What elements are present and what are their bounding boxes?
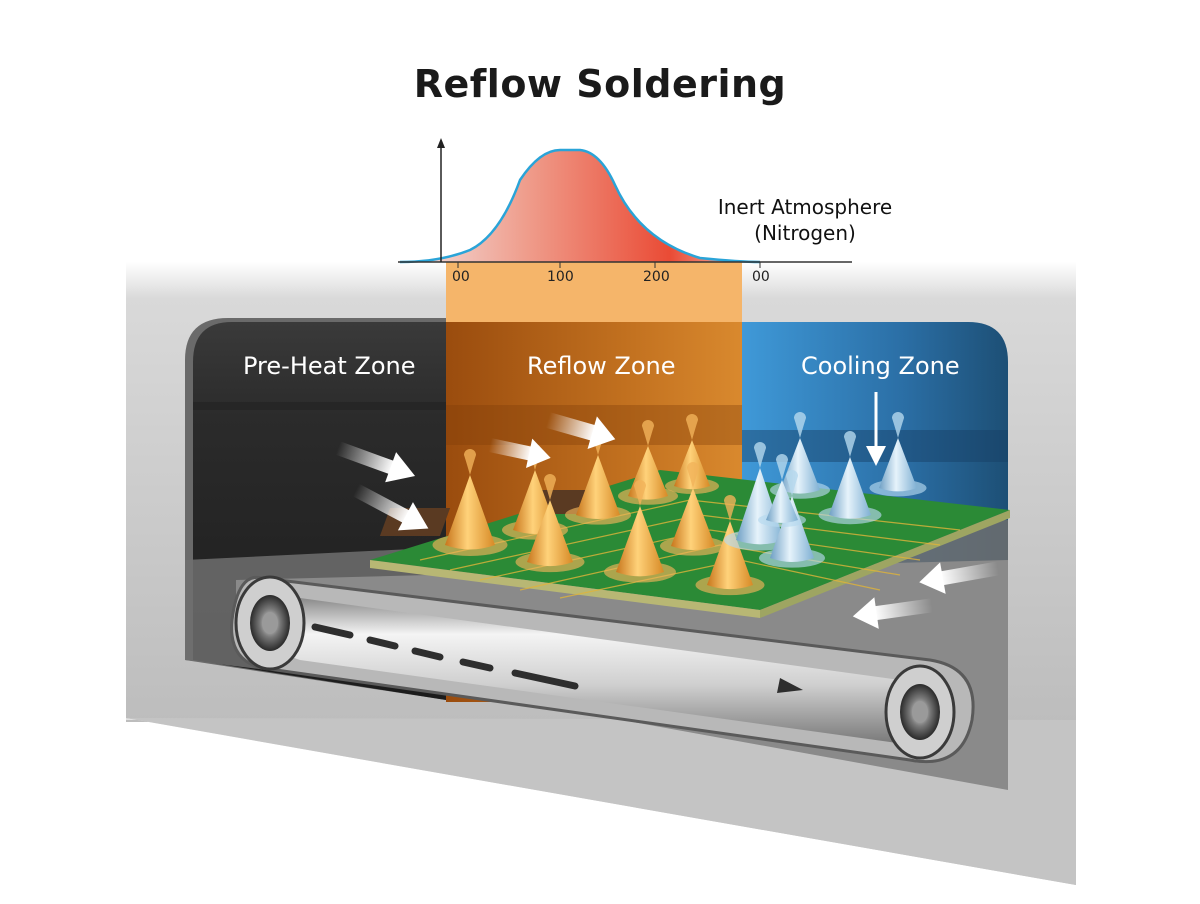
air-flow-arrow-icon	[919, 561, 1000, 594]
solder-cone	[869, 412, 927, 497]
solder-cones-cooling	[724, 412, 927, 568]
atmosphere-label-line2: (Nitrogen)	[754, 221, 856, 245]
tick-label: 00	[452, 269, 470, 285]
profile-curve-fill	[400, 150, 760, 262]
atmosphere-label: Inert Atmosphere (Nitrogen)	[700, 194, 910, 246]
temperature-profile-chart: 00 100 200 00	[398, 138, 852, 322]
solder-cones-reflow	[432, 414, 765, 596]
x-ticks	[457, 262, 761, 268]
y-axis-arrow-icon	[437, 138, 445, 148]
zone-label-reflow: Reflow Zone	[527, 352, 676, 380]
conveyor-belt	[230, 575, 975, 764]
solder-cone	[660, 462, 726, 556]
tick-label: 200	[643, 269, 670, 285]
air-flow-arrow-icon	[852, 597, 933, 629]
air-flow-arrow-icon	[352, 483, 429, 531]
diagram-title: Reflow Soldering	[413, 62, 787, 106]
conveyor-direction-arrow-icon	[311, 623, 579, 690]
solder-cone	[818, 431, 882, 525]
air-flow-arrow-icon	[335, 441, 416, 483]
air-flow-arrow-icon	[545, 412, 616, 450]
tick-label: 100	[547, 269, 574, 285]
tick-label: 00	[752, 269, 770, 285]
hot-air-arrows	[335, 412, 616, 531]
right-roller	[884, 664, 956, 760]
zone-label-cooling: Cooling Zone	[801, 352, 960, 380]
arrow-down-icon	[866, 392, 886, 466]
atmosphere-label-line1: Inert Atmosphere	[717, 195, 893, 219]
solder-cone	[758, 454, 806, 528]
solder-cone	[759, 470, 825, 568]
solder-cone	[604, 480, 676, 583]
solder-cone	[695, 495, 765, 596]
reflow-band	[446, 262, 742, 322]
air-flow-arrow-icon	[488, 438, 551, 468]
profile-curve-line	[399, 148, 761, 264]
zone-label-preheat: Pre-Heat Zone	[243, 352, 416, 380]
solder-cone	[515, 474, 585, 573]
solder-cone	[432, 449, 508, 556]
cooling-air-arrows	[852, 392, 1000, 629]
left-roller	[234, 575, 306, 671]
